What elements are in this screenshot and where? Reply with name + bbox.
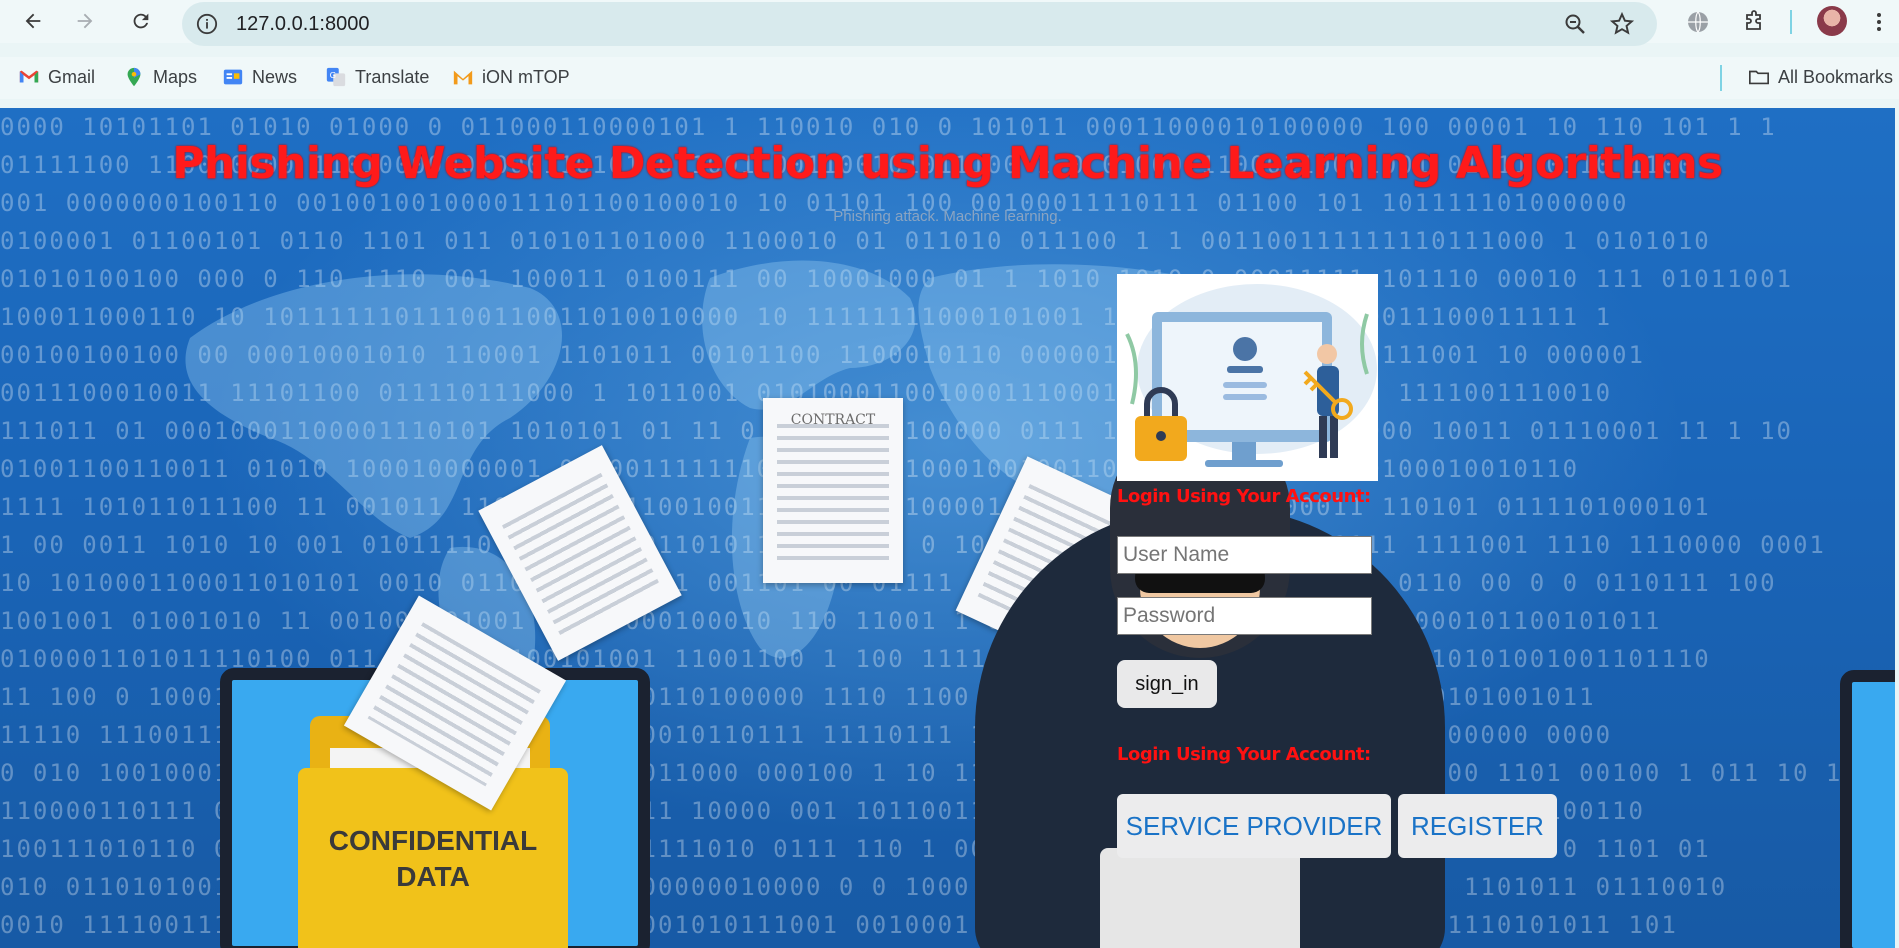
back-button[interactable] (18, 6, 48, 36)
computer-login-icon (1125, 284, 1377, 467)
maps-icon (127, 67, 141, 87)
toolbar-separator (1790, 10, 1792, 34)
profile-avatar[interactable] (1817, 6, 1847, 36)
bookmark-star-icon[interactable] (1609, 11, 1635, 37)
folder-label: CONFIDENTIAL DATA (298, 823, 568, 895)
folder-label-line1: CONFIDENTIAL (328, 825, 538, 856)
bookmark-label: Maps (153, 66, 198, 87)
service-provider-button[interactable]: SERVICE PROVIDER (1117, 794, 1391, 858)
page-title: Phishing Website Detection using Machine… (172, 138, 1723, 189)
translate-page-button[interactable] (1684, 8, 1712, 36)
extensions-button[interactable] (1740, 8, 1768, 36)
bookmark-label: Translate (355, 66, 430, 87)
address-bar[interactable]: 127.0.0.1:8000 (182, 2, 1657, 46)
bookmark-gmail[interactable]: Gmail (18, 66, 95, 88)
news-icon (223, 69, 243, 85)
bookmark-maps[interactable]: Maps (123, 66, 197, 88)
globe-icon (1688, 11, 1708, 33)
more-vert-icon (1877, 13, 1881, 31)
bookmarks-separator (1720, 65, 1722, 91)
bookmark-label: News (252, 66, 298, 87)
folder-label-line2: DATA (396, 861, 470, 892)
puzzle-icon (1746, 10, 1761, 30)
folder-icon (1749, 70, 1769, 85)
login-illustration (1117, 274, 1378, 481)
folder-illustration (298, 768, 568, 948)
username-input[interactable] (1117, 536, 1372, 574)
browser-toolbar: 127.0.0.1:8000 (0, 0, 1899, 46)
gmail-icon (19, 70, 39, 83)
laptop-edge-illustration (1840, 670, 1895, 948)
info-icon[interactable] (196, 13, 218, 35)
translate-icon: G (326, 67, 346, 87)
reload-button[interactable] (126, 6, 156, 36)
bookmark-label: Gmail (48, 66, 96, 87)
login-heading: Login Using Your Account: (1117, 486, 1371, 507)
sign-in-button[interactable]: sign_in (1117, 660, 1217, 708)
page-subtitle: Phishing attack. Machine learning. (833, 208, 1062, 225)
all-bookmarks-label: All Bookmarks (1778, 66, 1894, 87)
forward-button[interactable] (70, 6, 100, 36)
ion-icon (453, 70, 473, 85)
bookmark-news[interactable]: News (222, 66, 297, 88)
bookmark-label: iON mTOP (482, 66, 570, 87)
all-bookmarks-button[interactable]: All Bookmarks (1748, 66, 1893, 88)
url-text[interactable]: 127.0.0.1:8000 (236, 13, 370, 35)
zoom-icon[interactable] (1563, 12, 1587, 36)
password-input[interactable] (1117, 597, 1372, 635)
menu-button[interactable] (1865, 8, 1893, 36)
bookmark-translate[interactable]: G Translate (325, 66, 429, 88)
login-heading-secondary: Login Using Your Account: (1117, 744, 1371, 765)
bookmark-ion-mtop[interactable]: iON mTOP (452, 66, 570, 88)
reload-icon (133, 13, 149, 29)
page-content: 0000 10101101 01010 01000 0 011000110000… (0, 108, 1895, 948)
contract-document-illustration: CONTRACT (763, 398, 903, 583)
register-button[interactable]: REGISTER (1398, 794, 1557, 858)
arrow-right-icon (77, 13, 93, 29)
bookmarks-bar: Gmail Maps News G Translate iON mTOP All… (0, 57, 1899, 99)
svg-text:G: G (330, 70, 336, 80)
arrow-left-icon (25, 13, 41, 29)
hacker-laptop-illustration (1100, 848, 1300, 948)
